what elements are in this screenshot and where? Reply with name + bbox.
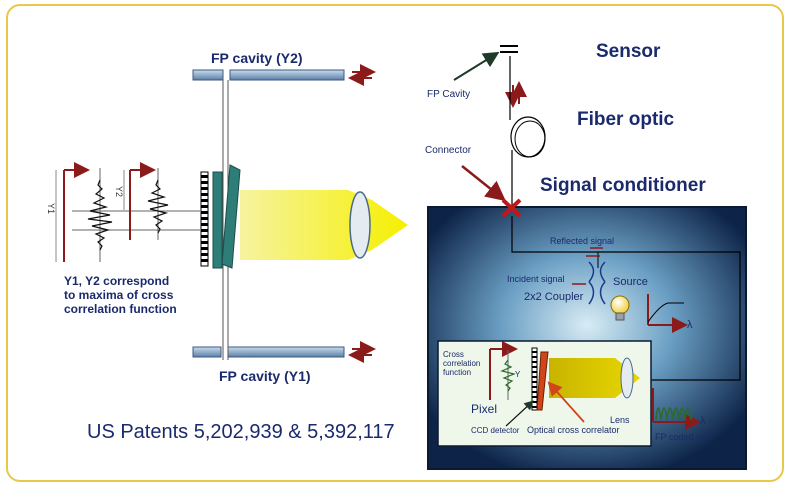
cc-label-line2: correlation [443, 359, 480, 368]
y-small-label: Y [515, 370, 521, 379]
fp-coded-light-label: FP coded light [655, 432, 713, 442]
sensor-chain: Sensor FP Cavity Fiber optic Connector S… [425, 41, 747, 470]
lens-inner [620, 357, 634, 399]
wedge-plate [212, 171, 223, 269]
fp-cavity-y1-label: FP cavity (Y1) [219, 368, 311, 384]
source-label: Source [613, 276, 648, 288]
lambda-source: λ [687, 319, 693, 331]
ccd-strip-inner [531, 347, 549, 411]
fp-cavity-y1-left-plate [192, 346, 222, 358]
caption-line-1: Y1, Y2 correspond [64, 274, 169, 288]
sensor-title: Sensor [596, 41, 661, 62]
y1-axis-label: Y1 [46, 203, 56, 214]
connector-x-mark [501, 198, 522, 218]
left-correlator-diagram: Y1 Y2 FP cavity (Y2) FP cavity (Y1) Y1, … [46, 50, 408, 443]
fp-cavity-y2-label: FP cavity (Y2) [211, 50, 303, 66]
cc-label-line3: function [443, 368, 471, 377]
waveform-y1 [55, 162, 113, 262]
inner-beam [549, 358, 640, 398]
fp-y1-double-arrow [348, 341, 376, 363]
light-beam [240, 190, 408, 260]
caption-line-2: to maxima of cross [64, 288, 174, 302]
connector-label: Connector [425, 145, 472, 156]
fp-y2-double-arrow [348, 64, 376, 86]
source-spectrum-plot [647, 294, 688, 333]
wedge-plate-tilted [221, 164, 241, 269]
optical-cross-correlator-label: Optical cross correlator [527, 425, 620, 435]
pixel-label: Pixel [471, 402, 497, 416]
cc-label-line1: Cross [443, 350, 464, 359]
ccd-detector-label: CCD detector [471, 426, 520, 435]
reflected-signal-label: Reflected signal [550, 236, 614, 246]
patents-text: US Patents 5,202,939 & 5,392,117 [87, 421, 395, 443]
fp-cavity-label: FP Cavity [427, 89, 470, 100]
fp-cavity-y2-right-plate [229, 69, 345, 81]
fiber-coil [510, 116, 546, 158]
caption-line-3: correlation function [64, 302, 177, 316]
y2-axis-label: Y2 [114, 186, 124, 197]
ccd-strip-left [200, 171, 209, 267]
signal-conditioner-title: Signal conditioner [540, 175, 706, 196]
lens-left [349, 191, 371, 259]
coupler-2x2 [588, 261, 606, 305]
waveform-y2 [123, 162, 169, 240]
coupler-label: 2x2 Coupler [524, 291, 584, 303]
incident-signal-label: Incident signal [507, 274, 565, 284]
fp-cavity-y1-right-plate [227, 346, 345, 358]
fp-cavity-y2-left-plate [192, 69, 224, 81]
lens-label: Lens [610, 415, 630, 425]
fiber-optic-title: Fiber optic [577, 109, 675, 130]
fp-coded-light-plot [652, 388, 701, 430]
inner-crosscorr-plot [489, 341, 518, 400]
light-bulb-icon [610, 295, 630, 321]
lambda-fp: λ [700, 415, 706, 427]
